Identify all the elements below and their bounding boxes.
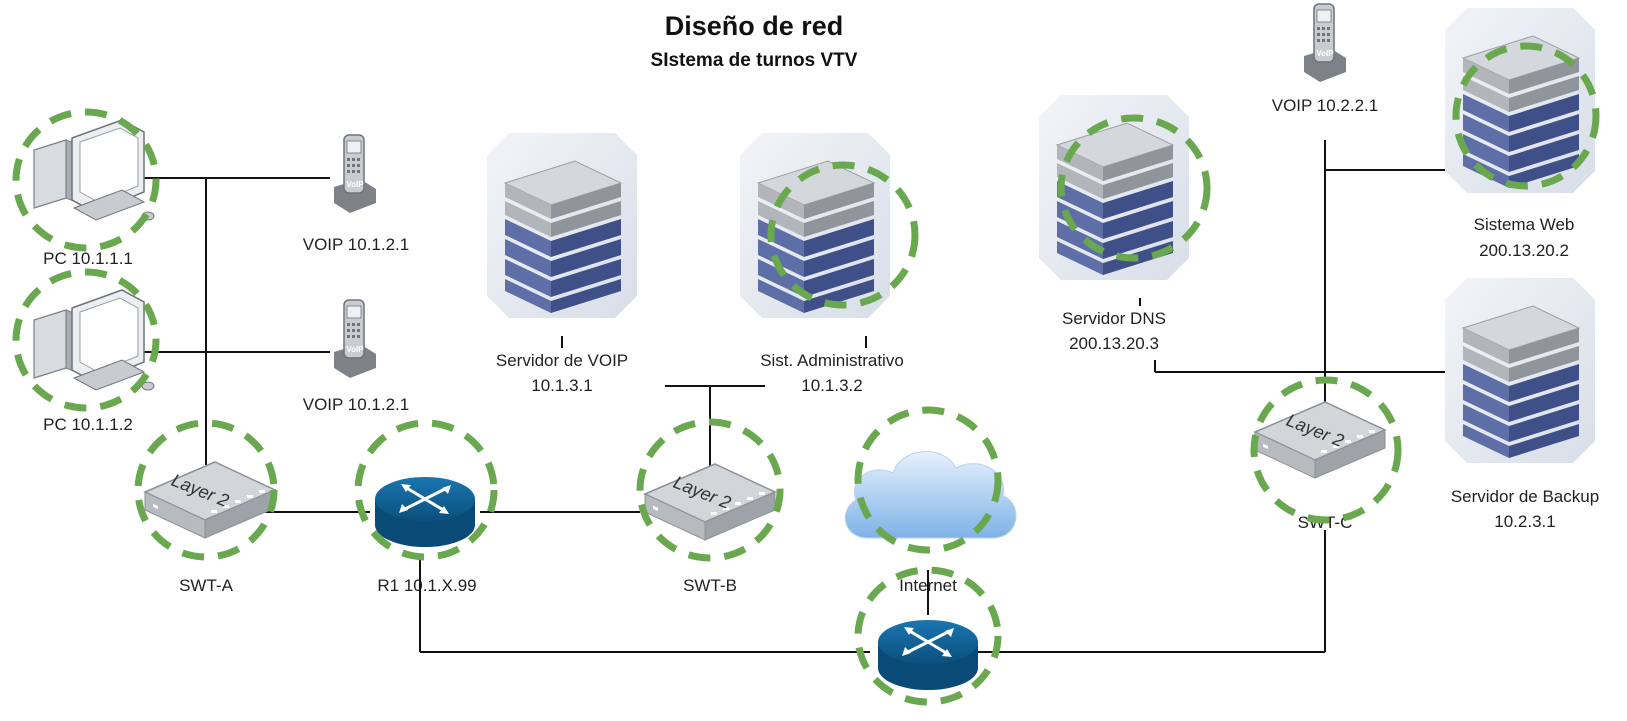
swt-a-label: SWT-A xyxy=(179,576,233,595)
router-r1: R1 10.1.X.99 xyxy=(373,475,477,595)
router-icon xyxy=(373,475,477,549)
dns-ip: 200.13.20.3 xyxy=(1069,334,1159,353)
voip-c-label: VOIP 10.2.2.1 xyxy=(1272,96,1378,115)
pc-2-label: PC 10.1.1.2 xyxy=(43,415,133,434)
highlight-ring-web xyxy=(1452,42,1600,190)
voip-badge: VoIP xyxy=(346,345,364,354)
connections xyxy=(140,140,1445,653)
highlight-ring-internet xyxy=(854,406,1002,554)
server-voip-ip: 10.1.3.1 xyxy=(531,376,592,395)
switch-swt-c: Layer 2 SWT-C xyxy=(1254,401,1386,532)
server-voip-name: Servidor de VOIP xyxy=(496,351,628,370)
dns-name: Servidor DNS xyxy=(1062,309,1166,328)
server-web: Sistema Web 200.13.20.2 xyxy=(1444,7,1596,260)
diagram-title: Diseño de red xyxy=(665,11,844,41)
internet-label: Internet xyxy=(899,576,957,595)
voip-a1-label: VOIP 10.1.2.1 xyxy=(303,235,409,254)
switch-swt-a: Layer 2 SWT-A xyxy=(144,461,276,595)
voip-phone-icon xyxy=(333,134,377,214)
backup-name: Servidor de Backup xyxy=(1451,487,1599,506)
server-backup: Servidor de Backup 10.2.3.1 xyxy=(1444,277,1599,531)
voip-phone-icon xyxy=(333,299,377,379)
backup-ip: 10.2.3.1 xyxy=(1494,512,1555,531)
pc-1: PC 10.1.1.1 xyxy=(33,119,155,268)
cloud-icon xyxy=(844,451,1017,539)
voip-phone-a2: VoIP VOIP 10.1.2.1 xyxy=(303,299,409,414)
switch-swt-b: Layer 2 SWT-B xyxy=(644,463,776,595)
server-sist-admin: Sist. Administrativo 10.1.3.2 xyxy=(739,132,904,395)
sist-admin-ip: 10.1.3.2 xyxy=(801,376,862,395)
swt-b-label: SWT-B xyxy=(683,576,737,595)
voip-phone-c: VoIP VOIP 10.2.2.1 xyxy=(1272,3,1378,115)
web-name: Sistema Web xyxy=(1474,215,1575,234)
highlight-ring-swt-c xyxy=(1250,376,1402,524)
r1-label: R1 10.1.X.99 xyxy=(377,576,476,595)
highlight-ring-dns xyxy=(1057,114,1211,262)
router-icon xyxy=(876,618,980,692)
highlight-ring-pc-2 xyxy=(12,268,160,412)
highlight-ring-pc-1 xyxy=(12,108,160,252)
router-internet xyxy=(876,618,980,692)
server-rack-icon xyxy=(1444,277,1596,464)
highlight-ring-sist-admin xyxy=(767,161,919,309)
voip-a2-label: VOIP 10.1.2.1 xyxy=(303,395,409,414)
highlight-ring-swt-a xyxy=(134,419,278,561)
server-rack-icon xyxy=(486,132,638,319)
server-voip: Servidor de VOIP 10.1.3.1 xyxy=(486,132,638,395)
internet-cloud: Internet xyxy=(844,451,1017,595)
voip-badge: VoIP xyxy=(346,180,364,189)
highlight-ring-edge-router xyxy=(854,566,1002,706)
web-ip: 200.13.20.2 xyxy=(1479,241,1569,260)
server-rack-icon xyxy=(739,132,891,319)
voip-phone-a1: VoIP VOIP 10.1.2.1 xyxy=(303,134,409,254)
voip-badge: VoIP xyxy=(1316,49,1334,58)
desktop-pc-icon xyxy=(33,289,155,391)
pc-1-label: PC 10.1.1.1 xyxy=(43,249,133,268)
highlight-ring-swt-b xyxy=(636,418,784,562)
highlight-ring-r1 xyxy=(354,419,498,561)
voip-phone-icon xyxy=(1303,3,1347,83)
highlight-rings xyxy=(12,42,1600,706)
sist-admin-name: Sist. Administrativo xyxy=(760,351,904,370)
pc-2: PC 10.1.1.2 xyxy=(33,289,155,434)
diagram-subtitle: SIstema de turnos VTV xyxy=(651,50,858,71)
server-dns: Servidor DNS 200.13.20.3 xyxy=(1038,94,1190,353)
